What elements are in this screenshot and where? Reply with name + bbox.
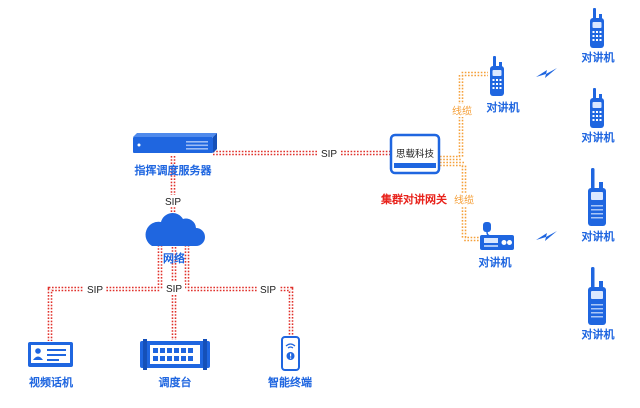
sip-label: SIP xyxy=(87,285,103,296)
smart-terminal-node: 智能终端 xyxy=(268,336,312,389)
dispatch-console-icon xyxy=(140,339,210,370)
radio-node-right-4: 对讲机 xyxy=(582,267,615,341)
server-label: 指挥调度服务器 xyxy=(135,163,213,177)
sip-link-network-smart-terminal xyxy=(184,245,294,335)
link-label-server-network: SIP xyxy=(162,195,184,208)
radio-node-right-1: 对讲机 xyxy=(582,8,615,64)
radio-label: 对讲机 xyxy=(582,130,615,144)
radio-label: 对讲机 xyxy=(582,229,615,243)
handheld-radio-icon xyxy=(588,168,606,226)
radio-node-gateway-mobile: 对讲机 xyxy=(479,222,514,269)
lightning-icon xyxy=(536,231,557,241)
gateway-icon: 思载科技 xyxy=(389,133,441,175)
sip-label: SIP xyxy=(166,284,182,295)
radio-label: 对讲机 xyxy=(582,327,615,341)
link-label-cable-handheld: 线缆 xyxy=(450,104,474,118)
server-node: 指挥调度服务器 xyxy=(133,133,217,177)
gateway-label: 集群对讲网关 xyxy=(380,192,447,206)
link-label-video-phone: SIP xyxy=(84,283,106,296)
radio-label: 对讲机 xyxy=(582,50,615,64)
network-label: 网络 xyxy=(163,251,185,265)
smart-terminal-label: 智能终端 xyxy=(268,375,312,389)
radio-node-gateway-handheld: 对讲机 xyxy=(487,56,520,114)
mobile-radio-icon xyxy=(480,222,514,250)
console-label: 调度台 xyxy=(159,375,192,389)
smartphone-icon xyxy=(281,336,300,371)
gateway-node: 思载科技 集群对讲网关 xyxy=(380,133,447,206)
network-node: 网络 xyxy=(145,213,205,265)
link-label-cable-mobile: 线缆 xyxy=(452,193,476,207)
handheld-radio-icon xyxy=(590,8,604,48)
cable-label: 线缆 xyxy=(454,194,474,207)
cloud-icon xyxy=(145,213,205,246)
video-phone-node: 视频话机 xyxy=(28,342,73,389)
handheld-radio-icon xyxy=(590,88,604,128)
link-label-smart-terminal: SIP xyxy=(257,283,279,296)
link-label-console: SIP xyxy=(163,282,185,295)
radio-label: 对讲机 xyxy=(479,255,512,269)
server-icon xyxy=(133,133,217,153)
gateway-brand-text: 思载科技 xyxy=(396,148,435,160)
radio-node-right-3: 对讲机 xyxy=(582,168,615,243)
video-phone-label: 视频话机 xyxy=(29,375,73,389)
radio-label: 对讲机 xyxy=(487,100,520,114)
sip-label: SIP xyxy=(321,149,337,160)
sip-label: SIP xyxy=(165,197,181,208)
radio-node-right-2: 对讲机 xyxy=(582,88,615,144)
video-phone-icon xyxy=(28,342,73,367)
sip-label: SIP xyxy=(260,285,276,296)
console-node: 调度台 xyxy=(140,339,210,389)
link-label-server-gateway: SIP xyxy=(318,147,340,160)
lightning-icon xyxy=(536,68,557,78)
handheld-radio-icon xyxy=(588,267,606,325)
handheld-radio-icon xyxy=(490,56,504,96)
cable-label: 线缆 xyxy=(452,105,472,118)
